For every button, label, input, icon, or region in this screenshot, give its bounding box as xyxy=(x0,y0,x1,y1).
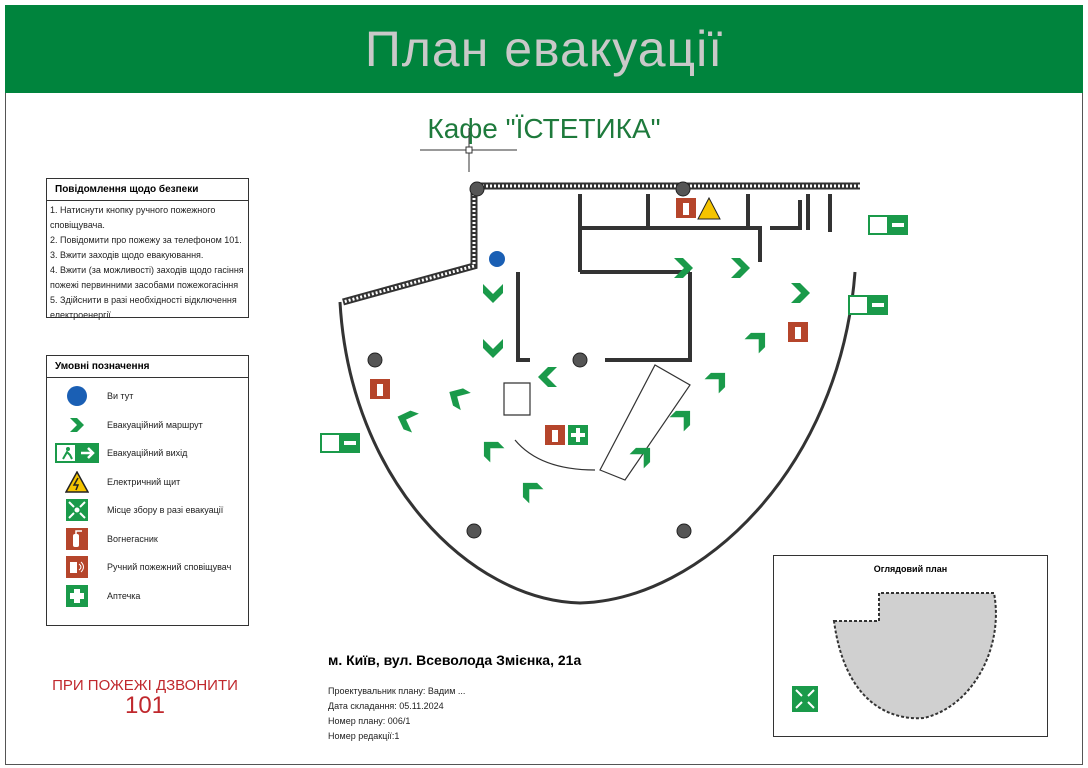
overview-map xyxy=(792,592,997,720)
safety-notice: Повідомлення щодо безпеки 1. Натиснути к… xyxy=(46,178,249,320)
you-are-here-icon xyxy=(67,386,87,407)
legend-item: Евакуаційний вихід xyxy=(47,439,248,468)
legend-item: Електричний щит xyxy=(47,468,248,497)
legend-label: Електричний щит xyxy=(107,476,181,487)
emergency-number: 101 xyxy=(124,692,166,719)
fire-extinguisher-icon xyxy=(66,527,88,550)
legend-label: Евакуаційний вихід xyxy=(107,448,188,459)
legend-item: Місце збору в разі евакуації xyxy=(47,496,248,525)
assembly-point-icon xyxy=(66,499,88,522)
header-banner: План евакуації xyxy=(5,5,1083,93)
safety-line: 2. Повідомити про пожежу за телефоном 10… xyxy=(50,235,242,245)
plan-metadata: Проектувальник плану: Вадим ... Дата скл… xyxy=(328,684,465,744)
manual-fire-alarm-icon xyxy=(66,556,88,579)
electrical-hazard-icon xyxy=(65,470,89,493)
address: м. Київ, вул. Всеволода Змієнка, 21а xyxy=(328,652,582,668)
legend: Умовні позначення Ви тут Евакуаційний ма… xyxy=(46,355,249,626)
legend-heading: Умовні позначення xyxy=(47,356,248,378)
page-title: План евакуації xyxy=(364,21,724,77)
legend-label: Аптечка xyxy=(107,590,141,601)
legend-label: Евакуаційний маршрут xyxy=(107,419,203,430)
legend-item: Ви тут xyxy=(47,382,248,411)
safety-line: 1. Натиснути кнопку ручного пожежного сп… xyxy=(50,205,216,230)
safety-line: 5. Здійснити в разі необхідності відключ… xyxy=(50,295,237,320)
date: Дата складання: 05.11.2024 xyxy=(328,701,444,711)
emergency-text: ПРИ ПОЖЕЖІ ДЗВОНИТИ xyxy=(52,677,238,694)
assembly-point-icon xyxy=(792,686,818,712)
legend-label: Місце збору в разі евакуації xyxy=(107,505,224,516)
legend-label: Ви тут xyxy=(107,391,134,402)
evacuation-arrow-icon xyxy=(70,417,84,432)
emergency-exit-icon xyxy=(55,443,99,464)
plan-number: Номер плану: 006/1 xyxy=(328,716,411,726)
safety-line: 3. Вжити заходів щодо евакуювання. xyxy=(50,250,204,260)
legend-label: Вогнегасник xyxy=(107,533,158,544)
legend-item: Ручний пожежний сповіщувач xyxy=(47,553,248,582)
overview-title: Оглядовий план xyxy=(873,564,948,574)
venue-title: Кафе "ЇСТЕТИКА" xyxy=(427,113,661,144)
legend-label: Ручний пожежний сповіщувач xyxy=(107,562,232,573)
legend-item: Аптечка xyxy=(47,582,248,611)
safety-heading: Повідомлення щодо безпеки xyxy=(47,179,248,201)
designer: Проектувальник плану: Вадим ... xyxy=(328,686,466,696)
safety-line: 4. Вжити (за можливості) заходів щодо га… xyxy=(50,265,244,290)
overview-plan: Оглядовий план xyxy=(773,555,1048,737)
first-aid-icon xyxy=(66,584,88,607)
legend-item: Вогнегасник xyxy=(47,525,248,554)
revision: Номер редакції:1 xyxy=(328,731,400,741)
legend-item: Евакуаційний маршрут xyxy=(47,411,248,440)
